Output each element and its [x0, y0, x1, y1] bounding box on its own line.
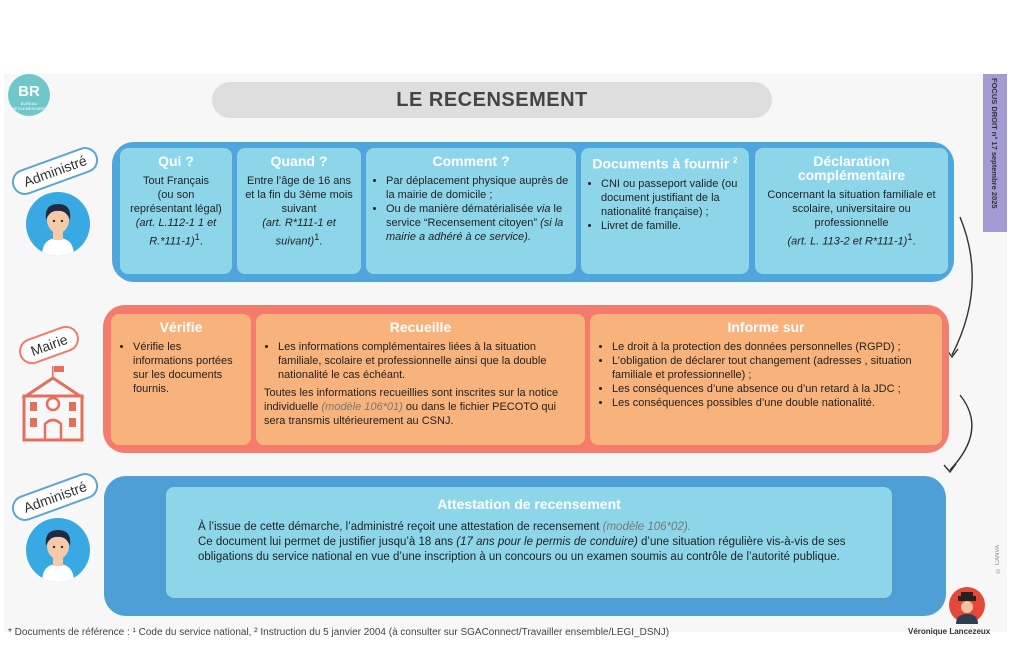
comment-item-2a: Ou de manière dématérialisée: [386, 203, 534, 215]
card-recueille: Recueille Les informations complémentair…: [256, 314, 585, 445]
attestation-p2b: d’une situation régulière vis-à-vis de s…: [198, 536, 846, 563]
author-name: Véronique Lancezeux: [908, 627, 991, 636]
comment-item-2c: (si la mairie a adhéré à ce service).: [386, 217, 564, 243]
card-informe-title: Informe sur: [727, 319, 805, 335]
verifie-item-1: Vérifie les informations portées sur les…: [133, 340, 243, 396]
focus-droit-tab: FOCUS DROIT n° 17 septembre 2025: [983, 74, 1007, 232]
card-verifie-title: Vérifie: [159, 319, 203, 335]
card-quand-title: Quand ?: [270, 153, 328, 169]
declaration-sup: 1: [907, 232, 913, 242]
br-logo: BR BUREAU RÉGLEMENTAIRE: [8, 74, 50, 116]
informe-item-4: Les conséquences possibles d’une double …: [612, 396, 934, 410]
recueille-model-ref: (modèle 106*01): [321, 401, 403, 413]
comment-item-1: Par déplacement physique auprès de la ma…: [386, 174, 570, 202]
card-comment: Comment ? Par déplacement physique auprè…: [366, 148, 576, 274]
logo-abbr: BR: [18, 83, 40, 100]
footer-references: * Documents de référence : ¹ Code du ser…: [8, 627, 670, 638]
card-qui-title: Qui ?: [158, 153, 194, 169]
focus-droit-label: FOCUS DROIT n° 17 septembre 2025: [990, 78, 999, 209]
attestation-paragraph-1: À l’issue de cette démarche, l’administr…: [198, 520, 860, 535]
attestation-model-ref: (modèle 106*02).: [602, 521, 691, 533]
card-comment-title: Comment ?: [432, 153, 510, 169]
person-avatar-icon: [26, 192, 90, 256]
documents-item-2: Livret de famille.: [601, 219, 743, 233]
page-title: LE RECENSEMENT: [396, 89, 588, 111]
documents-title-text: Documents à fournir: [592, 155, 730, 172]
canva-credit: © CANVA: [995, 545, 1001, 573]
card-informe: Informe sur Le droit à la protection des…: [590, 314, 942, 445]
card-declaration-title: Déclaration complémentaire: [797, 153, 906, 183]
declaration-text: Concernant la situation familiale et sco…: [767, 189, 936, 229]
attestation-p2a: Ce document lui permet de justifier jusq…: [198, 536, 454, 548]
documents-item-1: CNI ou passeport valide (ou document jus…: [601, 177, 743, 219]
card-qui: Qui ? Tout Français (ou son représentant…: [120, 148, 232, 274]
informe-item-1: Le droit à la protection des données per…: [612, 340, 934, 354]
card-quand: Quand ? Entre l’âge de 16 ans et la fin …: [237, 148, 361, 274]
person-avatar-icon: [26, 518, 90, 582]
qui-reference: (art. L.112-1 1 et R.*111-1): [135, 217, 217, 248]
comment-item-2b: le service “Recensement citoyen”: [386, 203, 563, 229]
recueille-item-1: Les informations complémentaires liées à…: [278, 340, 577, 382]
quand-text: Entre l’âge de 16 ans et la fin du 3ème …: [245, 175, 353, 215]
town-hall-icon: [21, 366, 85, 442]
comment-via: via: [536, 203, 551, 215]
qui-line-2: (ou son: [157, 189, 195, 201]
quand-sup: 1: [314, 232, 320, 242]
recueille-paragraph: Toutes les informations recueillies sont…: [256, 382, 585, 428]
attestation-paragraph-2: Ce document lui permet de justifier jusq…: [198, 535, 860, 565]
card-recueille-title: Recueille: [389, 319, 452, 335]
qui-line-3: représentant légal): [130, 203, 222, 215]
qui-line-1: Tout Français: [142, 175, 210, 187]
card-documents-title: Documents à fournir 2: [581, 154, 749, 171]
informe-item-2: L’obligation de déclarer tout changement…: [612, 354, 934, 382]
qui-sup: 1: [194, 232, 200, 242]
informe-item-3: Les conséquences d’une absence ou d’un r…: [612, 382, 934, 396]
author-avatar-icon: [949, 587, 985, 624]
attestation-p1: À l’issue de cette démarche, l’administr…: [198, 521, 600, 533]
card-verifie: Vérifie Vérifie les informations portées…: [111, 314, 251, 445]
quand-reference: (art. R*111-1 et suivant): [262, 217, 336, 248]
attestation-title: Attestation de recensement: [437, 496, 621, 512]
title-band: [212, 82, 772, 118]
declaration-reference: (art. L. 113-2 et R*111-1): [787, 235, 908, 248]
attestation-p2-italic: (17 ans pour le permis de conduire): [456, 536, 638, 548]
comment-item-2: Ou de manière dématérialisée via le serv…: [386, 202, 570, 244]
card-documents: Documents à fournir 2 CNI ou passeport v…: [581, 148, 749, 274]
documents-sup: 2: [733, 156, 738, 165]
recueille-p1: Toutes les informations recueillies sont…: [264, 387, 559, 413]
logo-subtitle: BUREAU RÉGLEMENTAIRE: [12, 101, 46, 111]
card-declaration: Déclaration complémentaire Concernant la…: [755, 148, 948, 274]
recueille-p1b: ou dans le fichier PECOTO qui sera trans…: [264, 401, 557, 427]
card-attestation: Attestation de recensement À l’issue de …: [166, 487, 892, 598]
